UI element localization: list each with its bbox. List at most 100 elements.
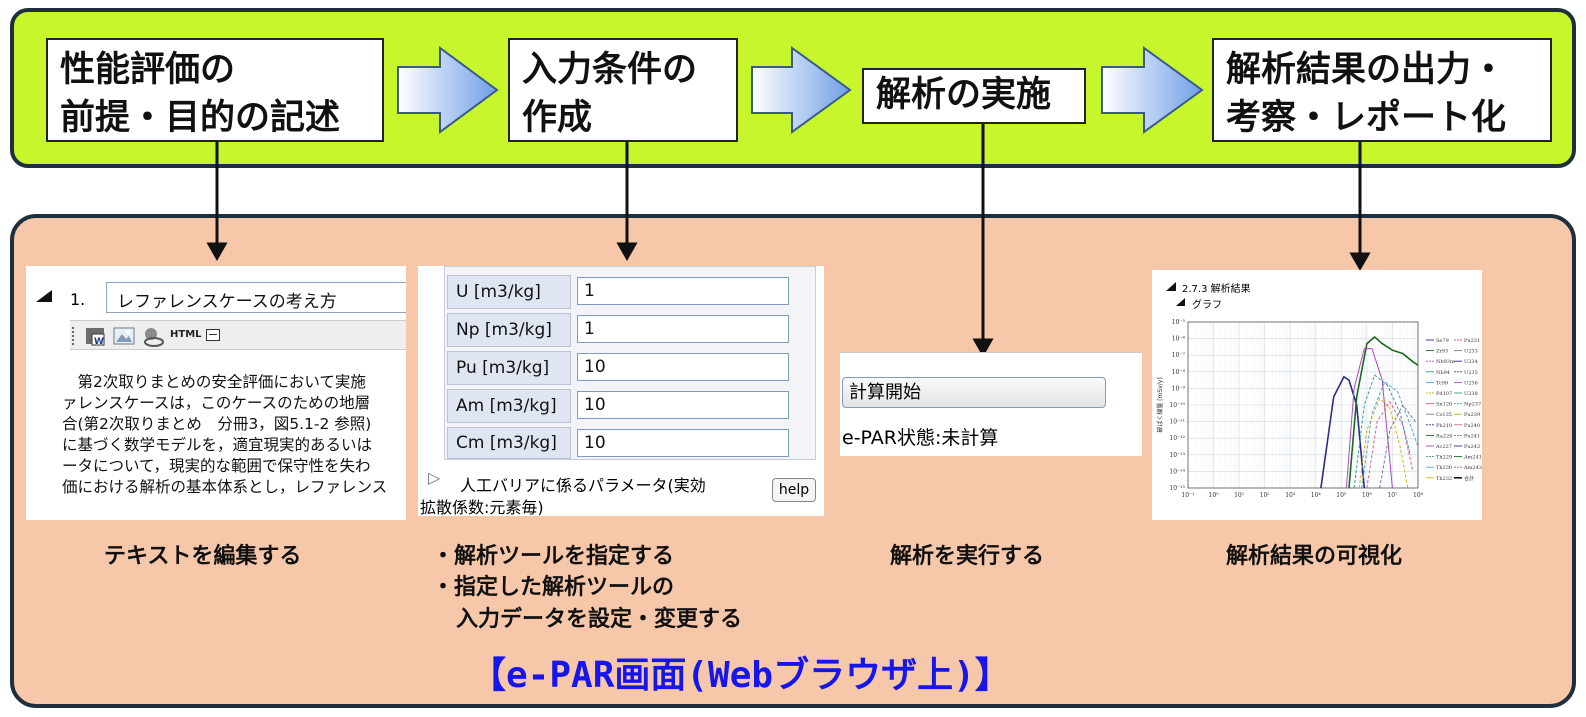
textbox-icon[interactable] — [206, 329, 220, 341]
x-tick-label: 10⁻¹ — [1181, 492, 1194, 499]
legend-entry: Cs135 — [1436, 412, 1452, 418]
plot-frame — [1187, 321, 1419, 489]
y-axis-label: 被ばく線量 [mSv/y] — [1156, 377, 1164, 432]
legend-entry: Th230 — [1436, 465, 1452, 471]
legend-entry: Tc99 — [1436, 380, 1448, 386]
step-input: 入力条件の 作成 — [508, 38, 738, 142]
results-heading: 2.7.3 解析結果 — [1182, 284, 1251, 295]
y-tick-label: 10⁻⁷ — [1172, 352, 1186, 359]
step-premise-line1: 性能評価の — [60, 50, 236, 90]
legend-entry: Nb94 — [1436, 370, 1450, 376]
flow-arrow-icon — [397, 46, 499, 134]
legend-entry: Pu240 — [1464, 423, 1480, 429]
y-tick-label: 10⁻¹³ — [1169, 452, 1185, 459]
x-tick-label: 10¹ — [1234, 492, 1244, 499]
collapse-triangle-icon[interactable] — [1166, 282, 1176, 291]
x-tick-label: 10⁶ — [1362, 492, 1373, 499]
caption-text-editor: テキストを編集する — [104, 544, 302, 569]
step-report: 解析結果の出力・ 考察・レポート化 — [1212, 38, 1552, 142]
legend-entry: Np237 — [1464, 402, 1481, 408]
step-execute-label: 解析の実施 — [876, 75, 1052, 115]
connector-lines — [206, 124, 1371, 358]
y-tick-label: 10⁻⁶ — [1172, 336, 1186, 343]
epar-status-text: e-PAR状態:未計算 — [842, 427, 999, 449]
flow-arrows — [397, 46, 1204, 134]
y-tick-label: 10⁻⁸ — [1172, 369, 1186, 376]
param-input-am[interactable]: 10 — [577, 391, 789, 419]
legend-entry: Th229 — [1436, 455, 1452, 461]
legend-entry: Se79 — [1436, 338, 1449, 344]
param-input-cm[interactable]: 10 — [577, 429, 789, 457]
y-tick-label: 10⁻⁵ — [1172, 319, 1186, 326]
legend-entry: U238 — [1464, 391, 1478, 397]
legend-entry: Pu239 — [1464, 412, 1480, 418]
legend-entry: Pu241 — [1464, 433, 1480, 439]
legend-entry: Th232 — [1436, 476, 1452, 482]
help-button[interactable]: help — [772, 478, 816, 502]
calculate-start-button[interactable]: 計算開始 — [842, 377, 1106, 408]
editor-toolbar: W HTML — [70, 320, 406, 350]
section-number: 1. — [70, 290, 86, 309]
results-subheading: グラフ — [1192, 300, 1222, 311]
legend-entry: 合計 — [1464, 475, 1474, 482]
image-insert-icon[interactable] — [112, 325, 136, 347]
toolbar-grip-icon — [72, 327, 75, 345]
caption-results: 解析結果の可視化 — [1226, 544, 1403, 569]
param-label-np: Np [m3/kg] — [447, 313, 571, 347]
flow-arrow-icon — [1101, 46, 1204, 134]
series-line — [1379, 404, 1416, 489]
barrier-params-section-label-cont: 拡散係数:元素毎) — [420, 498, 544, 516]
collapse-triangle-icon[interactable] — [1176, 298, 1185, 306]
execute-panel: 計算開始 e-PAR状態:未計算 — [840, 352, 1142, 456]
editor-body-text[interactable]: 第2次取りまとめの安全評価において実施 ァレンスケースは，このケースのための地層… — [62, 373, 388, 496]
parameter-panel: U [m3/kg] 1 Np [m3/kg] 1 Pu [m3/kg] 10 A… — [418, 266, 824, 516]
legend-entry: Ra226 — [1436, 433, 1452, 439]
y-tick-label: 10⁻¹⁵ — [1169, 485, 1185, 492]
step-report-line1: 解析結果の出力・ — [1226, 50, 1507, 90]
y-tick-label: 10⁻¹¹ — [1169, 419, 1185, 426]
step-input-line1: 入力条件の — [522, 50, 698, 90]
legend-entry: U236 — [1464, 380, 1478, 386]
expand-triangle-icon[interactable]: ▷ — [428, 468, 441, 487]
param-input-np[interactable]: 1 — [577, 315, 789, 343]
barrier-params-section-label[interactable]: 人工バリアに係るパラメータ(実効 — [460, 476, 706, 495]
step-execute: 解析の実施 — [862, 68, 1086, 124]
legend-entry: Pd107 — [1436, 391, 1452, 397]
word-export-icon[interactable]: W — [84, 325, 106, 347]
x-tick-label: 10⁷ — [1387, 492, 1398, 499]
svg-text:W: W — [94, 337, 104, 347]
x-tick-label: 10³ — [1285, 492, 1296, 499]
epar-screen-title: 【e-PAR画面(Webブラウザ上)】 — [470, 655, 1011, 696]
collapse-triangle-icon[interactable] — [36, 290, 52, 302]
param-input-pu[interactable]: 10 — [577, 353, 789, 381]
x-tick-label: 10⁰ — [1209, 492, 1220, 499]
flow-arrow-icon — [751, 46, 852, 134]
y-tick-label: 10⁻¹⁰ — [1169, 402, 1185, 409]
legend-entry: Sn126 — [1436, 402, 1452, 408]
x-tick-label: 10⁸ — [1413, 492, 1424, 499]
legend-entry: Pu242 — [1464, 444, 1480, 450]
text-editor-panel: 1. レファレンスケースの考え方 W HTML 第2次取りまとめの安全評価におい… — [26, 266, 406, 520]
legend-entry: Am241 — [1463, 455, 1482, 461]
x-tick-label: 10⁵ — [1336, 492, 1347, 499]
legend-entry: Am243 — [1463, 465, 1482, 471]
series-line — [1348, 335, 1419, 489]
link-insert-icon[interactable] — [142, 325, 166, 347]
step-premise-line2: 前提・目的の記述 — [60, 98, 341, 138]
y-tick-label: 10⁻⁹ — [1172, 385, 1186, 392]
caption-parameters-2: ・指定した解析ツールの — [432, 575, 675, 600]
html-mode-button[interactable]: HTML — [170, 329, 202, 340]
legend-entry: Nb93m — [1436, 359, 1455, 365]
caption-parameters-1: ・解析ツールを指定する — [432, 544, 675, 569]
param-label-am: Am [m3/kg] — [447, 389, 571, 423]
series-line — [1345, 348, 1393, 489]
legend-entry: U234 — [1464, 359, 1478, 365]
legend-entry: U233 — [1464, 349, 1478, 355]
section-title-input[interactable]: レファレンスケースの考え方 — [106, 282, 406, 313]
param-input-u[interactable]: 1 — [577, 277, 789, 305]
x-tick-label: 10² — [1260, 492, 1271, 499]
legend-entry: Pu231 — [1464, 338, 1480, 344]
legend-entry: Pb210 — [1436, 423, 1452, 429]
